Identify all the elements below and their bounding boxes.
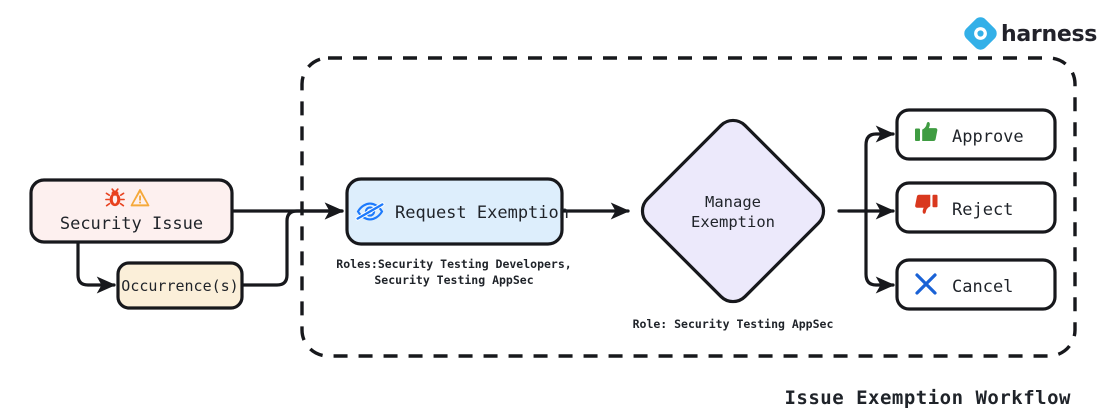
bug-icon [105, 188, 125, 207]
workflow-scope-container [300, 56, 1077, 358]
node-cancel[interactable]: Cancel [895, 258, 1057, 311]
edge-occurrences-to-request-exemption [240, 202, 344, 287]
node-security-issue-label: Security Issue [60, 214, 203, 234]
node-manage-exemption-caption: Role: Security Testing AppSec [633, 317, 834, 331]
brand-logo: harness [964, 17, 1098, 50]
node-manage-exemption-label-line2: Exemption [691, 213, 775, 231]
thumbs-down-icon [915, 194, 938, 214]
node-occurrences-label: Occurrence(s) [121, 277, 238, 295]
thumbs-up-icon [915, 122, 938, 141]
close-x-icon [915, 273, 937, 295]
node-security-issue[interactable]: Security Issue [29, 178, 234, 244]
node-reject[interactable]: Reject [895, 181, 1057, 234]
eye-slash-icon [355, 202, 385, 221]
node-request-exemption-caption-line1: Roles:Security Testing Developers, [336, 257, 571, 271]
node-manage-exemption-label-line1: Manage [705, 193, 761, 211]
warning-triangle-icon [130, 189, 150, 207]
node-reject-label: Reject [952, 200, 1013, 220]
edge-manage-exemption-to-approve [864, 125, 895, 213]
edge-manage-exemption-to-cancel [864, 209, 895, 294]
workflow-title: Issue Exemption Workflow [784, 387, 1071, 409]
node-request-exemption[interactable]: Request Exemption Roles:Security Testing… [336, 177, 572, 287]
node-approve-label: Approve [952, 127, 1024, 147]
node-request-exemption-caption-line2: Security Testing AppSec [374, 273, 533, 287]
harness-diamond-logo-icon [964, 17, 997, 50]
node-cancel-label: Cancel [952, 277, 1013, 297]
edge-security-issue-to-occurrences [76, 240, 116, 294]
node-occurrences[interactable]: Occurrence(s) [116, 261, 244, 310]
node-manage-exemption[interactable]: Manage Exemption Role: Security Testing … [633, 113, 834, 331]
brand-name: harness [1001, 22, 1097, 47]
edge-group [76, 125, 895, 294]
node-approve[interactable]: Approve [895, 108, 1057, 161]
node-request-exemption-label: Request Exemption [395, 203, 569, 223]
